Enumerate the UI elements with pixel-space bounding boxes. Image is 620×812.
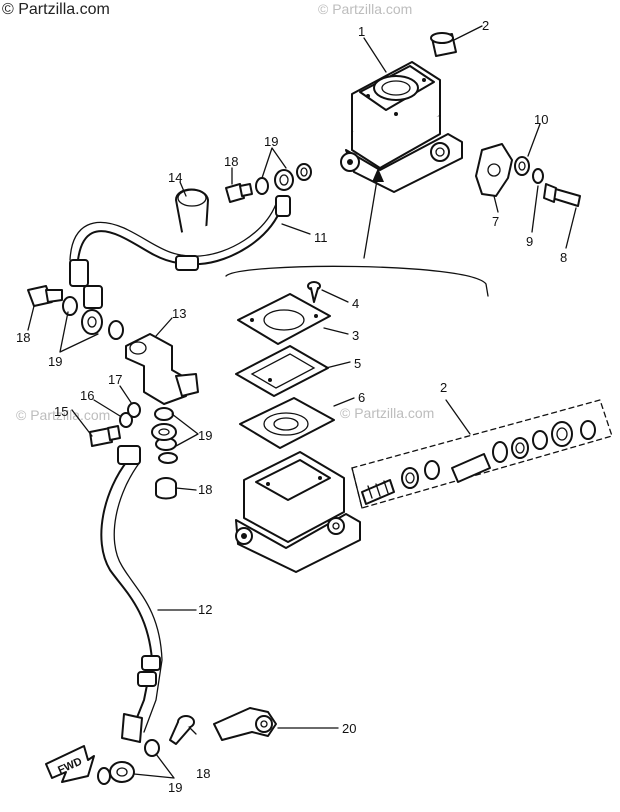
- callout-2-cap: 2: [482, 18, 489, 33]
- plate-5: [235, 345, 329, 397]
- callout-2-kit: 2: [440, 380, 447, 395]
- piston-kit-box: [351, 399, 613, 509]
- watermark-top-center: © Partzilla.com: [318, 1, 412, 17]
- diaphragm-6: [239, 397, 335, 449]
- screw-4: [307, 281, 321, 303]
- hose-joint-13: [125, 333, 199, 405]
- brake-hose-11: [69, 195, 291, 309]
- callout-12: 12: [198, 602, 212, 617]
- watermark-top-left: © Partzilla.com: [2, 1, 110, 18]
- diaphragm-cover-3: [237, 293, 331, 345]
- callout-10: 10: [534, 112, 548, 127]
- callout-19-mid: 19: [198, 428, 212, 443]
- callout-19-left: 19: [48, 354, 62, 369]
- exploded-view-bracket: [225, 168, 489, 297]
- pivot-bracket-20: [213, 707, 277, 741]
- brake-hose-12: [100, 445, 163, 743]
- watermark-mid-right: © Partzilla.com: [340, 405, 434, 421]
- callout-4: 4: [352, 296, 359, 311]
- banjo-fitting-left: [81, 309, 103, 335]
- banjo-bolt-upper: [225, 183, 253, 203]
- washer-16: [119, 412, 133, 428]
- banjo-bolt-bottom: [169, 715, 195, 745]
- callout-19-bottom: 19: [168, 780, 182, 795]
- banjo-fitting-upper: [274, 169, 294, 191]
- washer-17: [127, 402, 141, 418]
- callout-11: 11: [314, 230, 328, 245]
- washer-upper-right: [296, 163, 312, 181]
- leader-lines: [27, 25, 577, 779]
- reservoir-cap: [430, 32, 457, 57]
- callout-18-mid: 18: [198, 482, 212, 497]
- washer-mid-1: [154, 407, 174, 421]
- callout-20: 20: [342, 721, 356, 736]
- callout-17: 17: [108, 372, 122, 387]
- lever-bracket: [475, 143, 513, 197]
- washer-9: [532, 168, 544, 184]
- banjo-fitting-bottom: [109, 761, 135, 783]
- master-cylinder-body: [235, 451, 361, 573]
- banjo-bolt-left: [27, 285, 63, 307]
- callout-18-bottom: 18: [196, 766, 210, 781]
- callout-13: 13: [172, 306, 186, 321]
- washer-bottom-2: [144, 739, 160, 757]
- piston-kit-parts: [361, 420, 596, 505]
- callout-15: 15: [54, 404, 68, 419]
- callout-16: 16: [80, 388, 94, 403]
- master-cylinder-assembly: [340, 61, 463, 193]
- watermark-mid-left: © Partzilla.com: [16, 407, 110, 423]
- washer-left-1: [62, 296, 78, 316]
- washer-10: [514, 156, 530, 176]
- callout-1: 1: [358, 24, 365, 39]
- callout-18-left: 18: [16, 330, 30, 345]
- callout-7: 7: [492, 214, 499, 229]
- washer-mid-3: [158, 452, 178, 464]
- callout-8: 8: [560, 250, 567, 265]
- callout-6: 6: [358, 390, 365, 405]
- callout-9: 9: [526, 234, 533, 249]
- callout-labels: 1 2 2 3 4 5 6 7 8 9 10 11 12 13 14 15 16…: [16, 18, 567, 795]
- callout-3: 3: [352, 328, 359, 343]
- banjo-bolt-mid: [155, 477, 177, 500]
- callout-5: 5: [354, 356, 361, 371]
- forward-arrow-icon: FWD: [45, 745, 95, 783]
- callout-14: 14: [168, 170, 182, 185]
- washer-left-2: [108, 320, 124, 340]
- washer-upper-left: [255, 177, 269, 195]
- banjo-fitting-mid: [151, 423, 177, 441]
- callout-18-upper: 18: [224, 154, 238, 169]
- callout-19-upper: 19: [264, 134, 278, 149]
- washer-bottom-1: [97, 767, 111, 785]
- bolt-15: [89, 425, 121, 447]
- bolt-8: [543, 183, 581, 207]
